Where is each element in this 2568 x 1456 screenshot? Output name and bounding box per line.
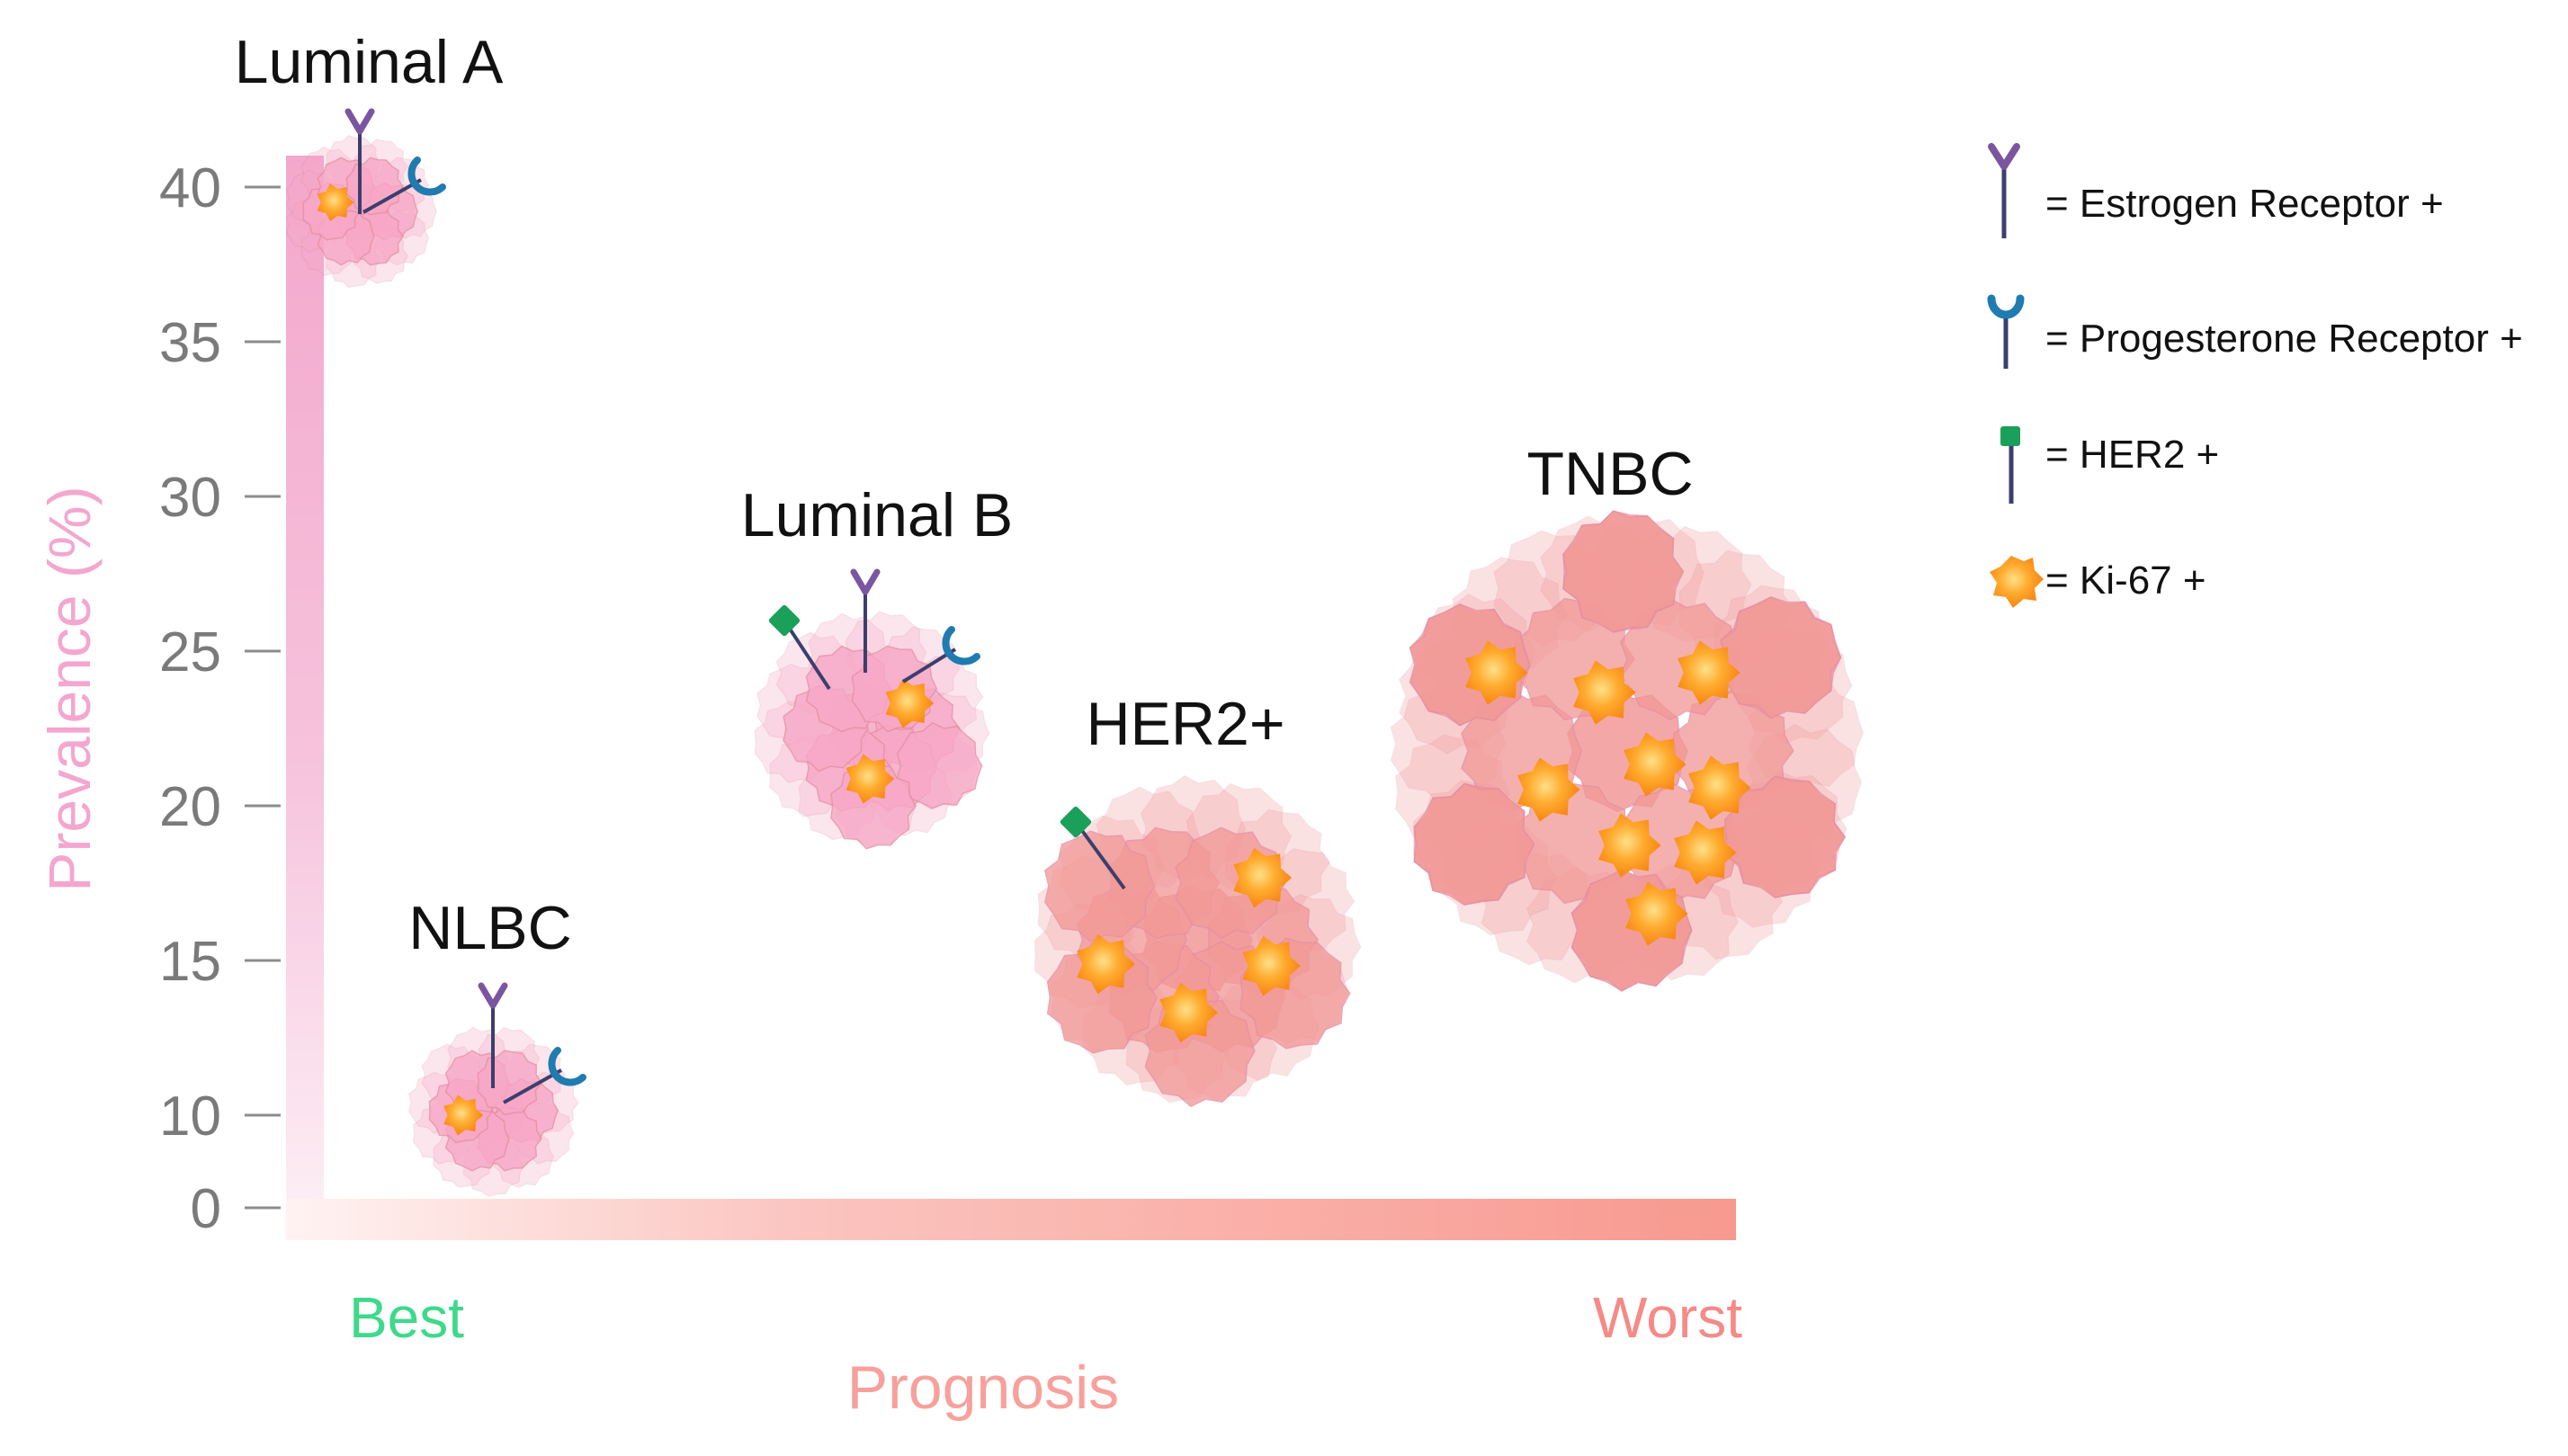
- estrogen-receptor-icon: [344, 108, 375, 214]
- subtype-label: NLBC: [408, 894, 571, 962]
- subtype-label: Luminal A: [235, 28, 504, 96]
- progesterone-receptor-icon: [901, 626, 980, 683]
- ki67-icon: [1688, 755, 1751, 820]
- y-tick-label: 30: [159, 467, 221, 529]
- ki67-icon: [317, 183, 354, 221]
- her2-receptor-icon: [768, 604, 831, 691]
- her2-receptor-icon: [1060, 806, 1126, 890]
- subtype-label: Luminal B: [741, 481, 1013, 549]
- ki67-icon: [885, 678, 935, 728]
- ki67-icon: [1990, 556, 2044, 608]
- cluster-luminal-b: Luminal B: [741, 481, 1013, 850]
- tumor-cell: [1043, 830, 1156, 942]
- ki67-icon: [1625, 881, 1688, 946]
- ki67-icon: [1077, 933, 1135, 995]
- ki67-icon: [1517, 757, 1580, 822]
- ki67-icon: [1233, 847, 1292, 908]
- tumor-cell: [1724, 775, 1846, 898]
- x-axis-best-label: Best: [349, 1285, 464, 1350]
- y-tick-label: 35: [159, 312, 221, 374]
- tumor-cell: [896, 721, 983, 809]
- estrogen-receptor-icon: [850, 568, 881, 673]
- y-tick-label: 15: [159, 931, 221, 993]
- ki67-icon: [443, 1094, 484, 1136]
- cluster-nlbc: NLBC: [408, 894, 586, 1197]
- cluster-tnbc: TNBC: [1390, 440, 1864, 992]
- progesterone-receptor-icon: [503, 1047, 586, 1104]
- subtype-label: HER2+: [1086, 690, 1284, 758]
- tumor-cell: [1413, 782, 1535, 906]
- ki67-icon: [1674, 820, 1737, 885]
- legend-item-ki67: = Ki-67 +: [1990, 556, 2206, 608]
- y-tick-label: 25: [159, 621, 221, 683]
- her2-receptor-icon: [2000, 426, 2020, 504]
- y-axis-title: Prevalence (%): [36, 486, 103, 891]
- ki67-icon: [1242, 935, 1301, 996]
- legend-label-her2: = HER2 +: [2045, 433, 2219, 477]
- progesterone-receptor-icon: [362, 156, 446, 214]
- progesterone-receptor-icon: [1987, 294, 2025, 369]
- legend: = Estrogen Receptor + = Progesterone Rec…: [1987, 143, 2523, 608]
- cluster-her2-: HER2+: [1034, 690, 1362, 1108]
- x-axis-worst-label: Worst: [1593, 1285, 1742, 1350]
- legend-label-pr: = Progesterone Receptor +: [2045, 317, 2523, 361]
- cluster-luminal-a: Luminal A: [235, 28, 504, 288]
- legend-item-er: = Estrogen Receptor +: [1988, 143, 2444, 238]
- legend-item-pr: = Progesterone Receptor +: [1987, 294, 2523, 369]
- ki67-icon: [1624, 732, 1687, 797]
- ki67-icon: [846, 754, 895, 804]
- y-tick-label: 10: [159, 1085, 221, 1148]
- estrogen-receptor-icon: [1988, 143, 2020, 238]
- prevalence-axis-bar: [286, 156, 324, 1235]
- ki67-icon: [1159, 982, 1218, 1043]
- y-tick-label: 20: [159, 776, 221, 838]
- prognosis-axis-bar: [286, 1199, 1736, 1240]
- legend-item-her2: = HER2 +: [2000, 426, 2219, 504]
- ki67-icon: [1678, 640, 1740, 705]
- y-tick-label: 0: [191, 1178, 221, 1240]
- tumor-cell: [1562, 510, 1685, 633]
- ki67-icon: [1465, 640, 1528, 705]
- y-axis-ticks: 0 10 15 20 25 30 35 40: [159, 157, 281, 1240]
- x-axis-title: Prognosis: [847, 1353, 1119, 1422]
- legend-label-ki67: = Ki-67 +: [2045, 558, 2206, 603]
- legend-label-er: = Estrogen Receptor +: [2045, 182, 2444, 226]
- subtype-label: TNBC: [1526, 440, 1693, 508]
- ki67-icon: [1598, 813, 1661, 878]
- subtype-clusters: Luminal A NLBC Luminal B HER2+ TNBC: [235, 28, 1864, 1197]
- tumor-cell: [1046, 942, 1159, 1054]
- ki67-icon: [1573, 660, 1636, 725]
- y-tick-label: 40: [159, 157, 221, 219]
- estrogen-receptor-icon: [478, 982, 508, 1088]
